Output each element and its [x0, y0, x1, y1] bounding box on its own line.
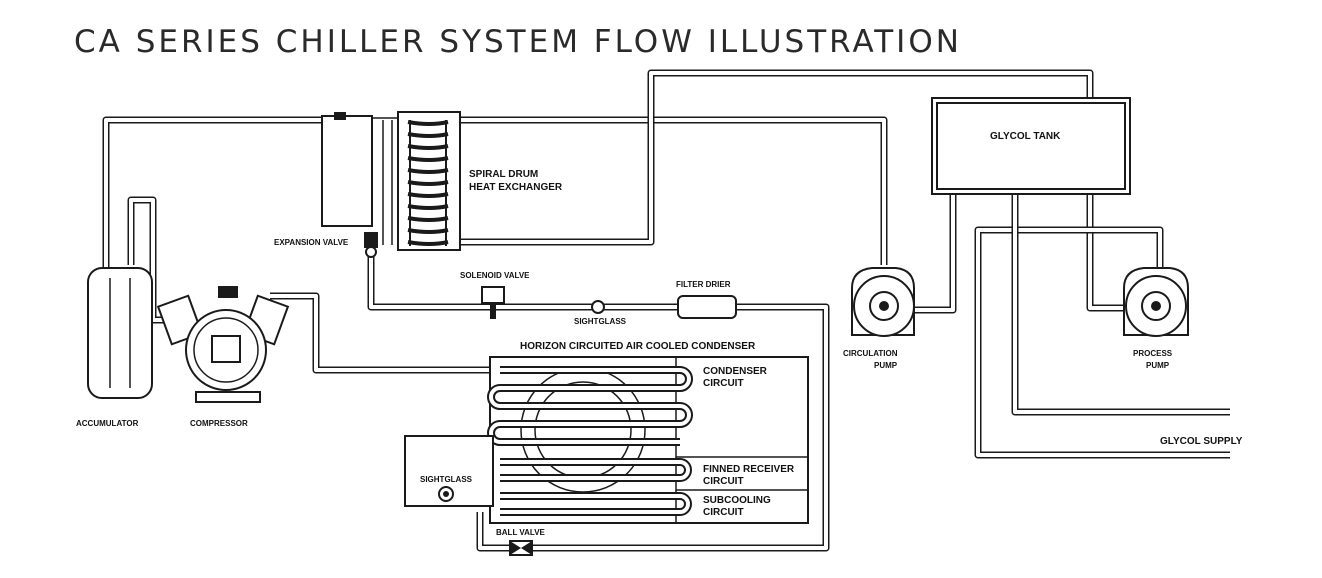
- finned-receiver-label-2: CIRCUIT: [703, 476, 744, 487]
- compressor: COMPRESSOR: [156, 286, 290, 428]
- process-pump-label-1: PROCESS: [1133, 349, 1173, 358]
- expansion-valve-label: EXPANSION VALVE: [274, 238, 349, 247]
- ball-valve-label: BALL VALVE: [496, 528, 546, 537]
- solenoid-valve-label: SOLENOID VALVE: [460, 271, 530, 280]
- solenoid-valve: SOLENOID VALVE: [460, 271, 530, 319]
- subcooling-label-2: CIRCUIT: [703, 507, 744, 518]
- heat-exchanger-label: HEAT EXCHANGER: [469, 182, 563, 193]
- condenser-title-label: HORIZON CIRCUITED AIR COOLED CONDENSER: [520, 341, 756, 352]
- process-pump-label-2: PUMP: [1146, 361, 1170, 370]
- circulation-pump-label-1: CIRCULATION: [843, 349, 898, 358]
- circulation-pump-label-2: PUMP: [874, 361, 898, 370]
- spiral-drum-heat-exchanger: SPIRAL DRUM HEAT EXCHANGER EXPANSION VAL…: [274, 111, 563, 258]
- sightglass-top: SIGHTGLASS: [574, 300, 627, 326]
- process-pump: PROCESS PUMP: [1123, 267, 1189, 370]
- spiral-coil: [407, 120, 449, 246]
- glycol-tank: GLYCOL TANK: [931, 97, 1131, 195]
- accumulator: ACCUMULATOR: [76, 267, 153, 428]
- spiral-drum-label: SPIRAL DRUM: [469, 169, 538, 180]
- accumulator-label: ACCUMULATOR: [76, 419, 139, 428]
- filter-drier: FILTER DRIER: [676, 280, 737, 319]
- condenser-circuit-label-1: CONDENSER: [703, 366, 768, 377]
- glycol-supply-label: GLYCOL SUPPLY: [1160, 436, 1243, 447]
- condenser-circuit-label-2: CIRCUIT: [703, 378, 744, 389]
- finned-receiver-label-1: FINNED RECEIVER: [703, 464, 795, 475]
- filter-drier-label: FILTER DRIER: [676, 280, 731, 289]
- expansion-valve: [364, 232, 378, 258]
- air-cooled-condenser: HORIZON CIRCUITED AIR COOLED CONDENSER C…: [487, 341, 809, 524]
- circulation-pump: CIRCULATION PUMP: [843, 267, 915, 370]
- page-title: CA SERIES CHILLER SYSTEM FLOW ILLUSTRATI…: [74, 24, 962, 60]
- subcooling-label-1: SUBCOOLING: [703, 495, 771, 506]
- ball-valve: BALL VALVE: [496, 528, 546, 556]
- receiver-box: SIGHTGLASS: [404, 435, 494, 507]
- sightglass-top-label: SIGHTGLASS: [574, 317, 627, 326]
- sightglass-bottom-label: SIGHTGLASS: [420, 475, 473, 484]
- pipe-network: [102, 69, 1230, 552]
- glycol-tank-label: GLYCOL TANK: [990, 131, 1061, 142]
- compressor-label: COMPRESSOR: [190, 419, 248, 428]
